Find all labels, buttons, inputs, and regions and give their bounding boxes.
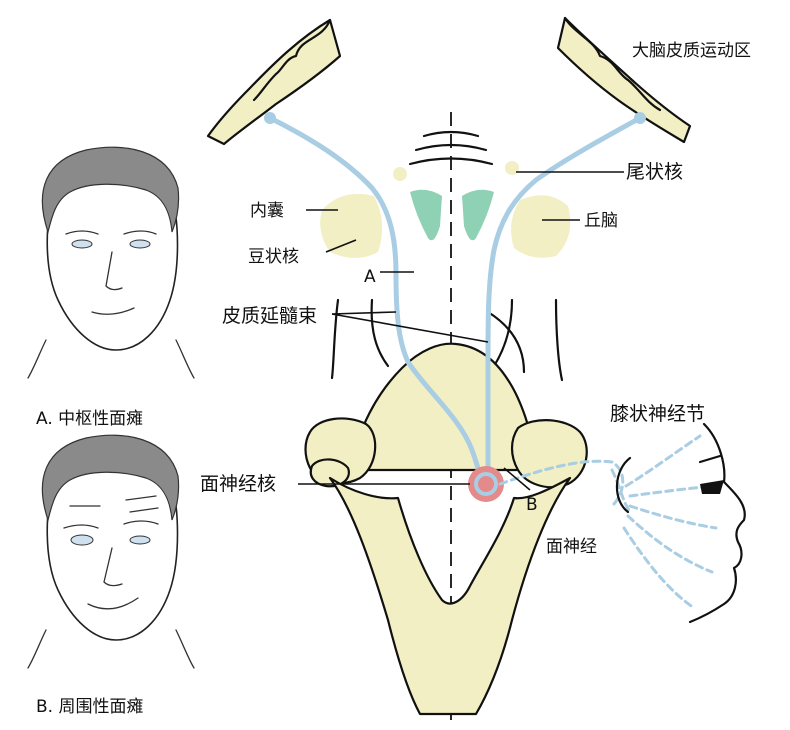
left-motor-cortex — [208, 20, 340, 144]
left-lentiform — [320, 194, 382, 258]
caption-central-palsy: A. 中枢性面瘫 — [36, 409, 143, 429]
right-caudate-dot — [505, 161, 519, 175]
brainstem-left-peduncle-inner — [372, 300, 388, 366]
label-point-a: A — [364, 267, 376, 287]
caption-peripheral-palsy: B. 周围性面瘫 — [36, 697, 143, 717]
facial-nerve-branch-1 — [626, 436, 700, 486]
label-point-b: B — [526, 495, 538, 515]
face-b-peripheral-palsy — [28, 435, 194, 668]
right-tract-origin — [634, 112, 646, 124]
left-lower-bump — [311, 459, 349, 486]
brainstem-left-peduncle — [332, 300, 338, 378]
leader-corticobulbar-1 — [332, 312, 396, 314]
face-a-central-palsy — [28, 147, 194, 378]
label-facial-nucleus: 面神经核 — [200, 473, 276, 495]
brainstem-right-peduncle — [556, 300, 562, 380]
face-profile — [690, 424, 745, 622]
label-lentiform: 豆状核 — [248, 247, 299, 267]
brainstem-right-peduncle-inner — [494, 300, 512, 366]
left-tract-origin — [264, 112, 276, 124]
label-corticobulbar: 皮质延髓束 — [222, 305, 317, 327]
right-green-nucleus — [462, 190, 494, 241]
label-thalamus: 丘脑 — [584, 211, 618, 231]
facial-nerve-branch-5 — [624, 528, 694, 608]
label-internal-capsule: 内囊 — [250, 201, 284, 221]
right-thalamus — [511, 195, 570, 258]
label-facial-nerve: 面神经 — [546, 537, 597, 557]
face-eye — [700, 480, 724, 494]
label-caudate: 尾状核 — [626, 161, 683, 183]
facial-nerve-branch-3 — [630, 506, 716, 528]
left-green-nucleus — [410, 190, 442, 241]
face-eyebrow — [700, 456, 720, 462]
leader-corticobulbar-2 — [332, 314, 488, 342]
right-motor-cortex — [558, 18, 690, 142]
label-motor-cortex: 大脑皮质运动区 — [632, 41, 751, 61]
left-caudate-dot — [393, 167, 407, 181]
label-geniculate: 膝状神经节 — [610, 403, 705, 425]
